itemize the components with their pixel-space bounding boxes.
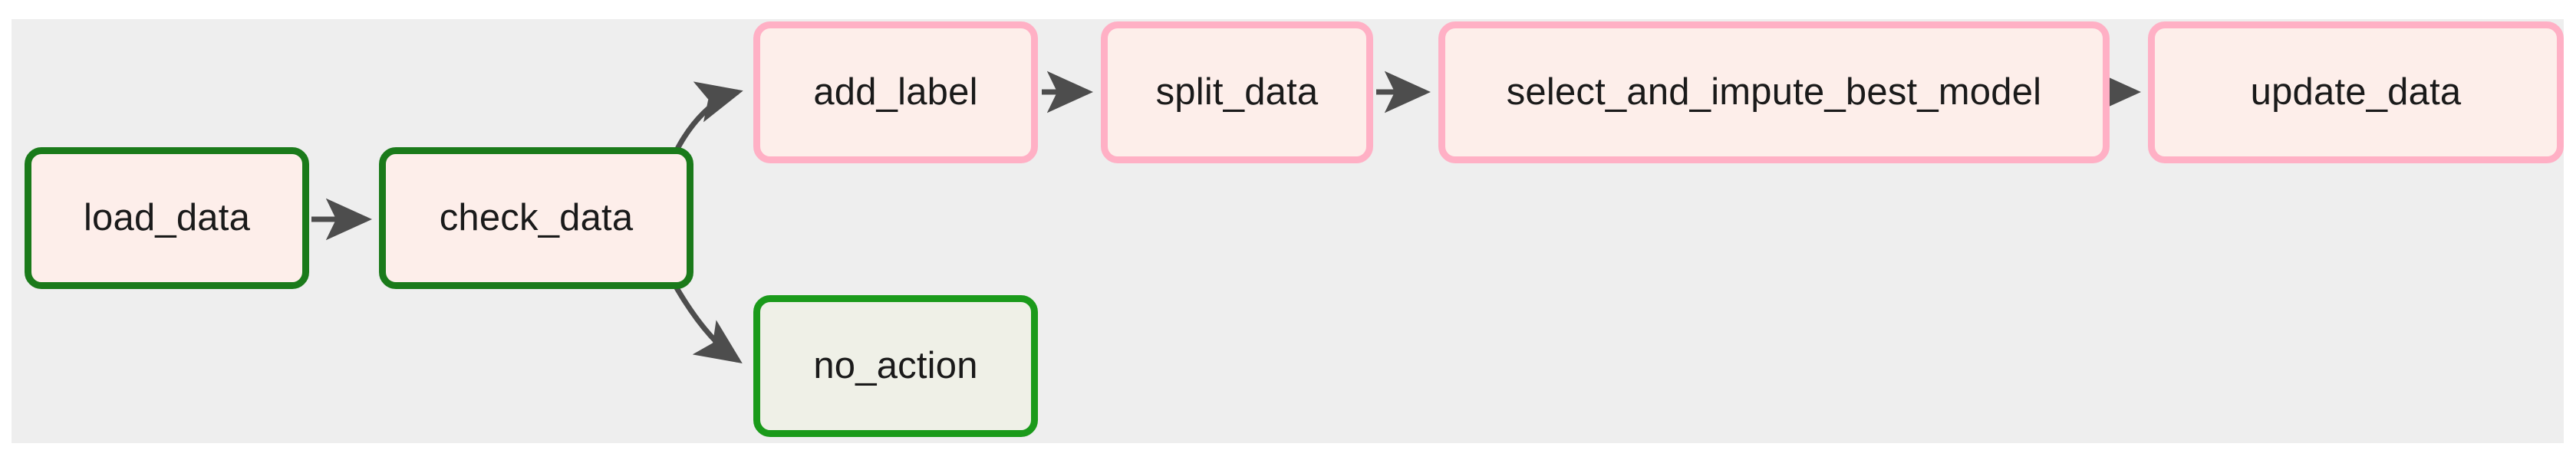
node-split-data[interactable]: split_data bbox=[1101, 21, 1373, 163]
node-no-action[interactable]: no_action bbox=[753, 295, 1038, 437]
node-label: split_data bbox=[1155, 71, 1319, 113]
node-label: select_and_impute_best_model bbox=[1506, 71, 2042, 113]
node-label: update_data bbox=[2250, 71, 2462, 113]
node-update-data[interactable]: update_data bbox=[2148, 21, 2564, 163]
node-label: load_data bbox=[83, 196, 251, 238]
node-check-data[interactable]: check_data bbox=[379, 147, 693, 289]
node-add-label[interactable]: add_label bbox=[753, 21, 1038, 163]
node-load-data[interactable]: load_data bbox=[25, 147, 309, 289]
node-label: add_label bbox=[813, 71, 978, 113]
node-label: no_action bbox=[813, 344, 978, 386]
node-select-and-impute-best-model[interactable]: select_and_impute_best_model bbox=[1438, 21, 2110, 163]
node-label: check_data bbox=[439, 196, 634, 238]
